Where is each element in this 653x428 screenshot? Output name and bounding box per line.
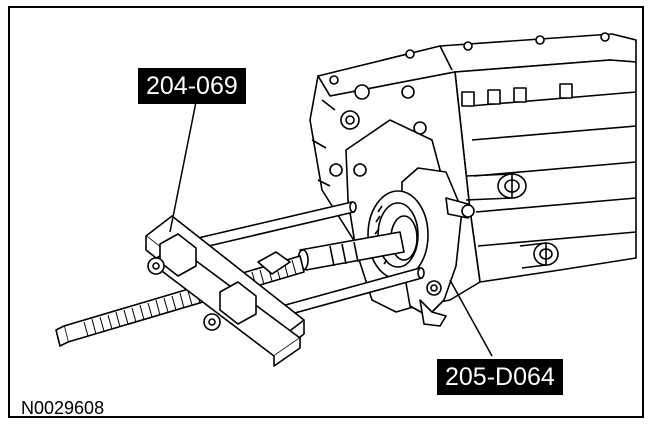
figure-id: N0029608 [21, 398, 105, 418]
leader-line-puller [169, 91, 199, 233]
figure-border [8, 6, 644, 418]
puller-assembly [55, 201, 425, 367]
bearing-puller-plate [297, 119, 475, 327]
callout-bearing-tool: 205-D064 [437, 359, 563, 395]
callout-puller-tool: 204-069 [138, 68, 246, 104]
leader-line-bearing [449, 279, 493, 357]
